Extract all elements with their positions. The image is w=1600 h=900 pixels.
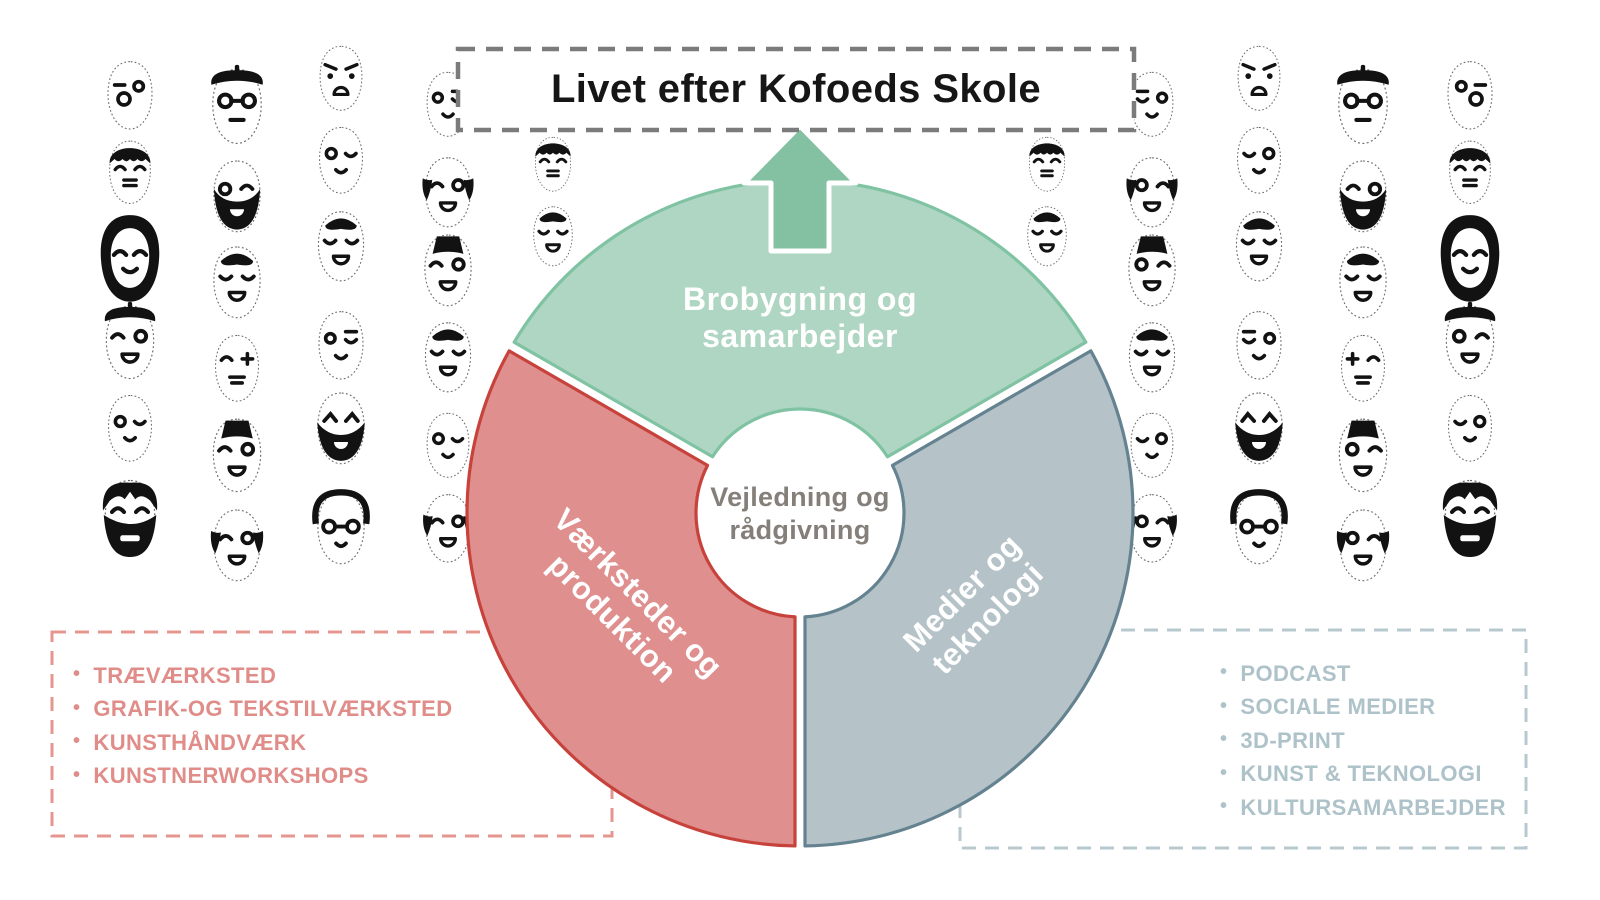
segment-medier-og-teknologi xyxy=(803,349,1135,848)
face-relaxed-icon xyxy=(318,311,364,380)
list-item: • KUNSTHÅNDVÆRK xyxy=(73,726,453,760)
face-wink-icon xyxy=(1237,126,1281,194)
face-wink-icon xyxy=(1130,412,1174,478)
wheel-center-label: Vejledning og rådgivning xyxy=(710,482,890,545)
face-beard-icon xyxy=(213,160,261,233)
face-monocle-icon xyxy=(1447,61,1493,130)
list-item-label: KULTURSAMARBEJDER xyxy=(1240,794,1506,820)
face-mohawk-icon xyxy=(1027,206,1067,267)
face-grumpy-icon xyxy=(1237,45,1281,111)
list-item: • SOCIALE MEDIER xyxy=(1220,691,1506,725)
face-fez-icon xyxy=(1128,234,1176,307)
face-mohawk-icon xyxy=(213,246,261,319)
face-beretsmile-icon xyxy=(1444,301,1496,380)
list-item: • 3D-PRINT xyxy=(1220,724,1506,758)
workshops-list: • TRÆVÆRKSTED • GRAFIK-OG TEKSTILVÆRKSTED • K… xyxy=(73,659,453,793)
list-item: • KUNSTNERWORKSHOPS xyxy=(73,760,453,794)
face-wink-icon xyxy=(319,126,363,194)
face-mohawk-icon xyxy=(424,322,472,393)
face-beard-icon xyxy=(1339,160,1387,233)
page-title: Livet efter Kofoeds Skole xyxy=(550,67,1042,111)
face-mohawk-icon xyxy=(317,211,365,282)
face-vampire-icon xyxy=(1442,479,1498,557)
list-item-label: GRAFIK-OG TEKSTILVÆRKSTED xyxy=(93,696,453,722)
face-monocle-icon xyxy=(107,61,153,130)
bullet-icon: • xyxy=(73,763,81,786)
face-mohawk-icon xyxy=(1235,211,1283,282)
bullet-icon: • xyxy=(1220,795,1228,818)
face-mohawk-icon xyxy=(533,206,573,267)
face-hijab-icon xyxy=(100,215,160,302)
face-glassesarc-icon xyxy=(1230,489,1288,565)
list-item: • PODCAST xyxy=(1220,657,1506,691)
list-item: • KULTURSAMARBEJDER xyxy=(1220,791,1506,825)
face-kid-icon xyxy=(109,140,151,204)
face-beretglasses-icon xyxy=(1337,64,1389,144)
wheel-hole xyxy=(699,412,901,614)
face-fez-icon xyxy=(212,418,262,493)
face-fez-icon xyxy=(424,234,472,307)
face-laughbeard-icon xyxy=(1235,392,1283,465)
list-item: • GRAFIK-OG TEKSTILVÆRKSTED xyxy=(73,693,453,727)
bullet-icon: • xyxy=(1220,761,1228,784)
face-laughbeard-icon xyxy=(317,392,365,465)
bullet-icon: • xyxy=(73,663,81,686)
face-mohawk-icon xyxy=(1128,322,1176,393)
list-item-label: SOCIALE MEDIER xyxy=(1240,694,1436,720)
bullet-icon: • xyxy=(1220,694,1228,717)
segment-vaerksteder-og-produktion xyxy=(465,349,797,848)
list-item-label: KUNSTHÅNDVÆRK xyxy=(93,729,307,755)
list-item-label: KUNST & TEKNOLOGI xyxy=(1240,761,1482,787)
bullet-icon: • xyxy=(73,730,81,753)
face-mohawk-icon xyxy=(1339,246,1387,319)
face-wink-icon xyxy=(426,412,470,478)
workshops-box-border xyxy=(50,630,614,838)
bullet-icon: • xyxy=(1220,661,1228,684)
face-glassesarc-icon xyxy=(312,489,370,565)
face-beretsmile-icon xyxy=(104,301,156,380)
face-kid-icon xyxy=(534,136,572,192)
face-wink-icon xyxy=(108,394,152,462)
up-arrow-icon xyxy=(741,123,859,254)
segment-label-brobygning: Brobygning og samarbejder xyxy=(682,280,918,354)
face-hijab-icon xyxy=(1440,215,1500,302)
wheel-segments xyxy=(465,178,1135,848)
face-sidehair-icon xyxy=(1336,509,1390,582)
face-relaxed-icon xyxy=(1236,311,1282,380)
media-list: • PODCAST • SOCIALE MEDIER • 3D-PRINT • KUNST &… xyxy=(1220,657,1506,825)
face-relaxed-icon xyxy=(1130,71,1174,137)
face-sidehair-icon xyxy=(1126,157,1178,228)
bullet-icon: • xyxy=(1220,728,1228,751)
list-item-label: KUNSTNERWORKSHOPS xyxy=(93,763,369,789)
face-fez-icon xyxy=(1338,418,1388,493)
face-wink-icon xyxy=(1448,394,1492,462)
list-item-label: PODCAST xyxy=(1240,660,1351,686)
list-item-label: 3D-PRINT xyxy=(1240,727,1346,753)
face-grumpy-icon xyxy=(319,45,363,111)
list-item: • TRÆVÆRKSTED xyxy=(73,659,453,693)
face-plus-icon xyxy=(1341,334,1385,402)
list-item: • KUNST & TEKNOLOGI xyxy=(1220,758,1506,792)
title-box: Livet efter Kofoeds Skole xyxy=(458,49,1134,130)
bullet-icon: • xyxy=(73,696,81,719)
face-beretglasses-icon xyxy=(211,64,263,144)
face-plus-icon xyxy=(215,334,259,402)
list-item-label: TRÆVÆRKSTED xyxy=(93,662,277,688)
face-vampire-icon xyxy=(102,479,158,557)
face-sidehair-icon xyxy=(422,157,474,228)
face-sidehair-icon xyxy=(210,509,264,582)
segment-brobygning-og-samarbejder xyxy=(512,178,1088,459)
face-kid-icon xyxy=(1028,136,1066,192)
face-kid-icon xyxy=(1449,140,1491,204)
title-box-border xyxy=(455,46,1137,133)
